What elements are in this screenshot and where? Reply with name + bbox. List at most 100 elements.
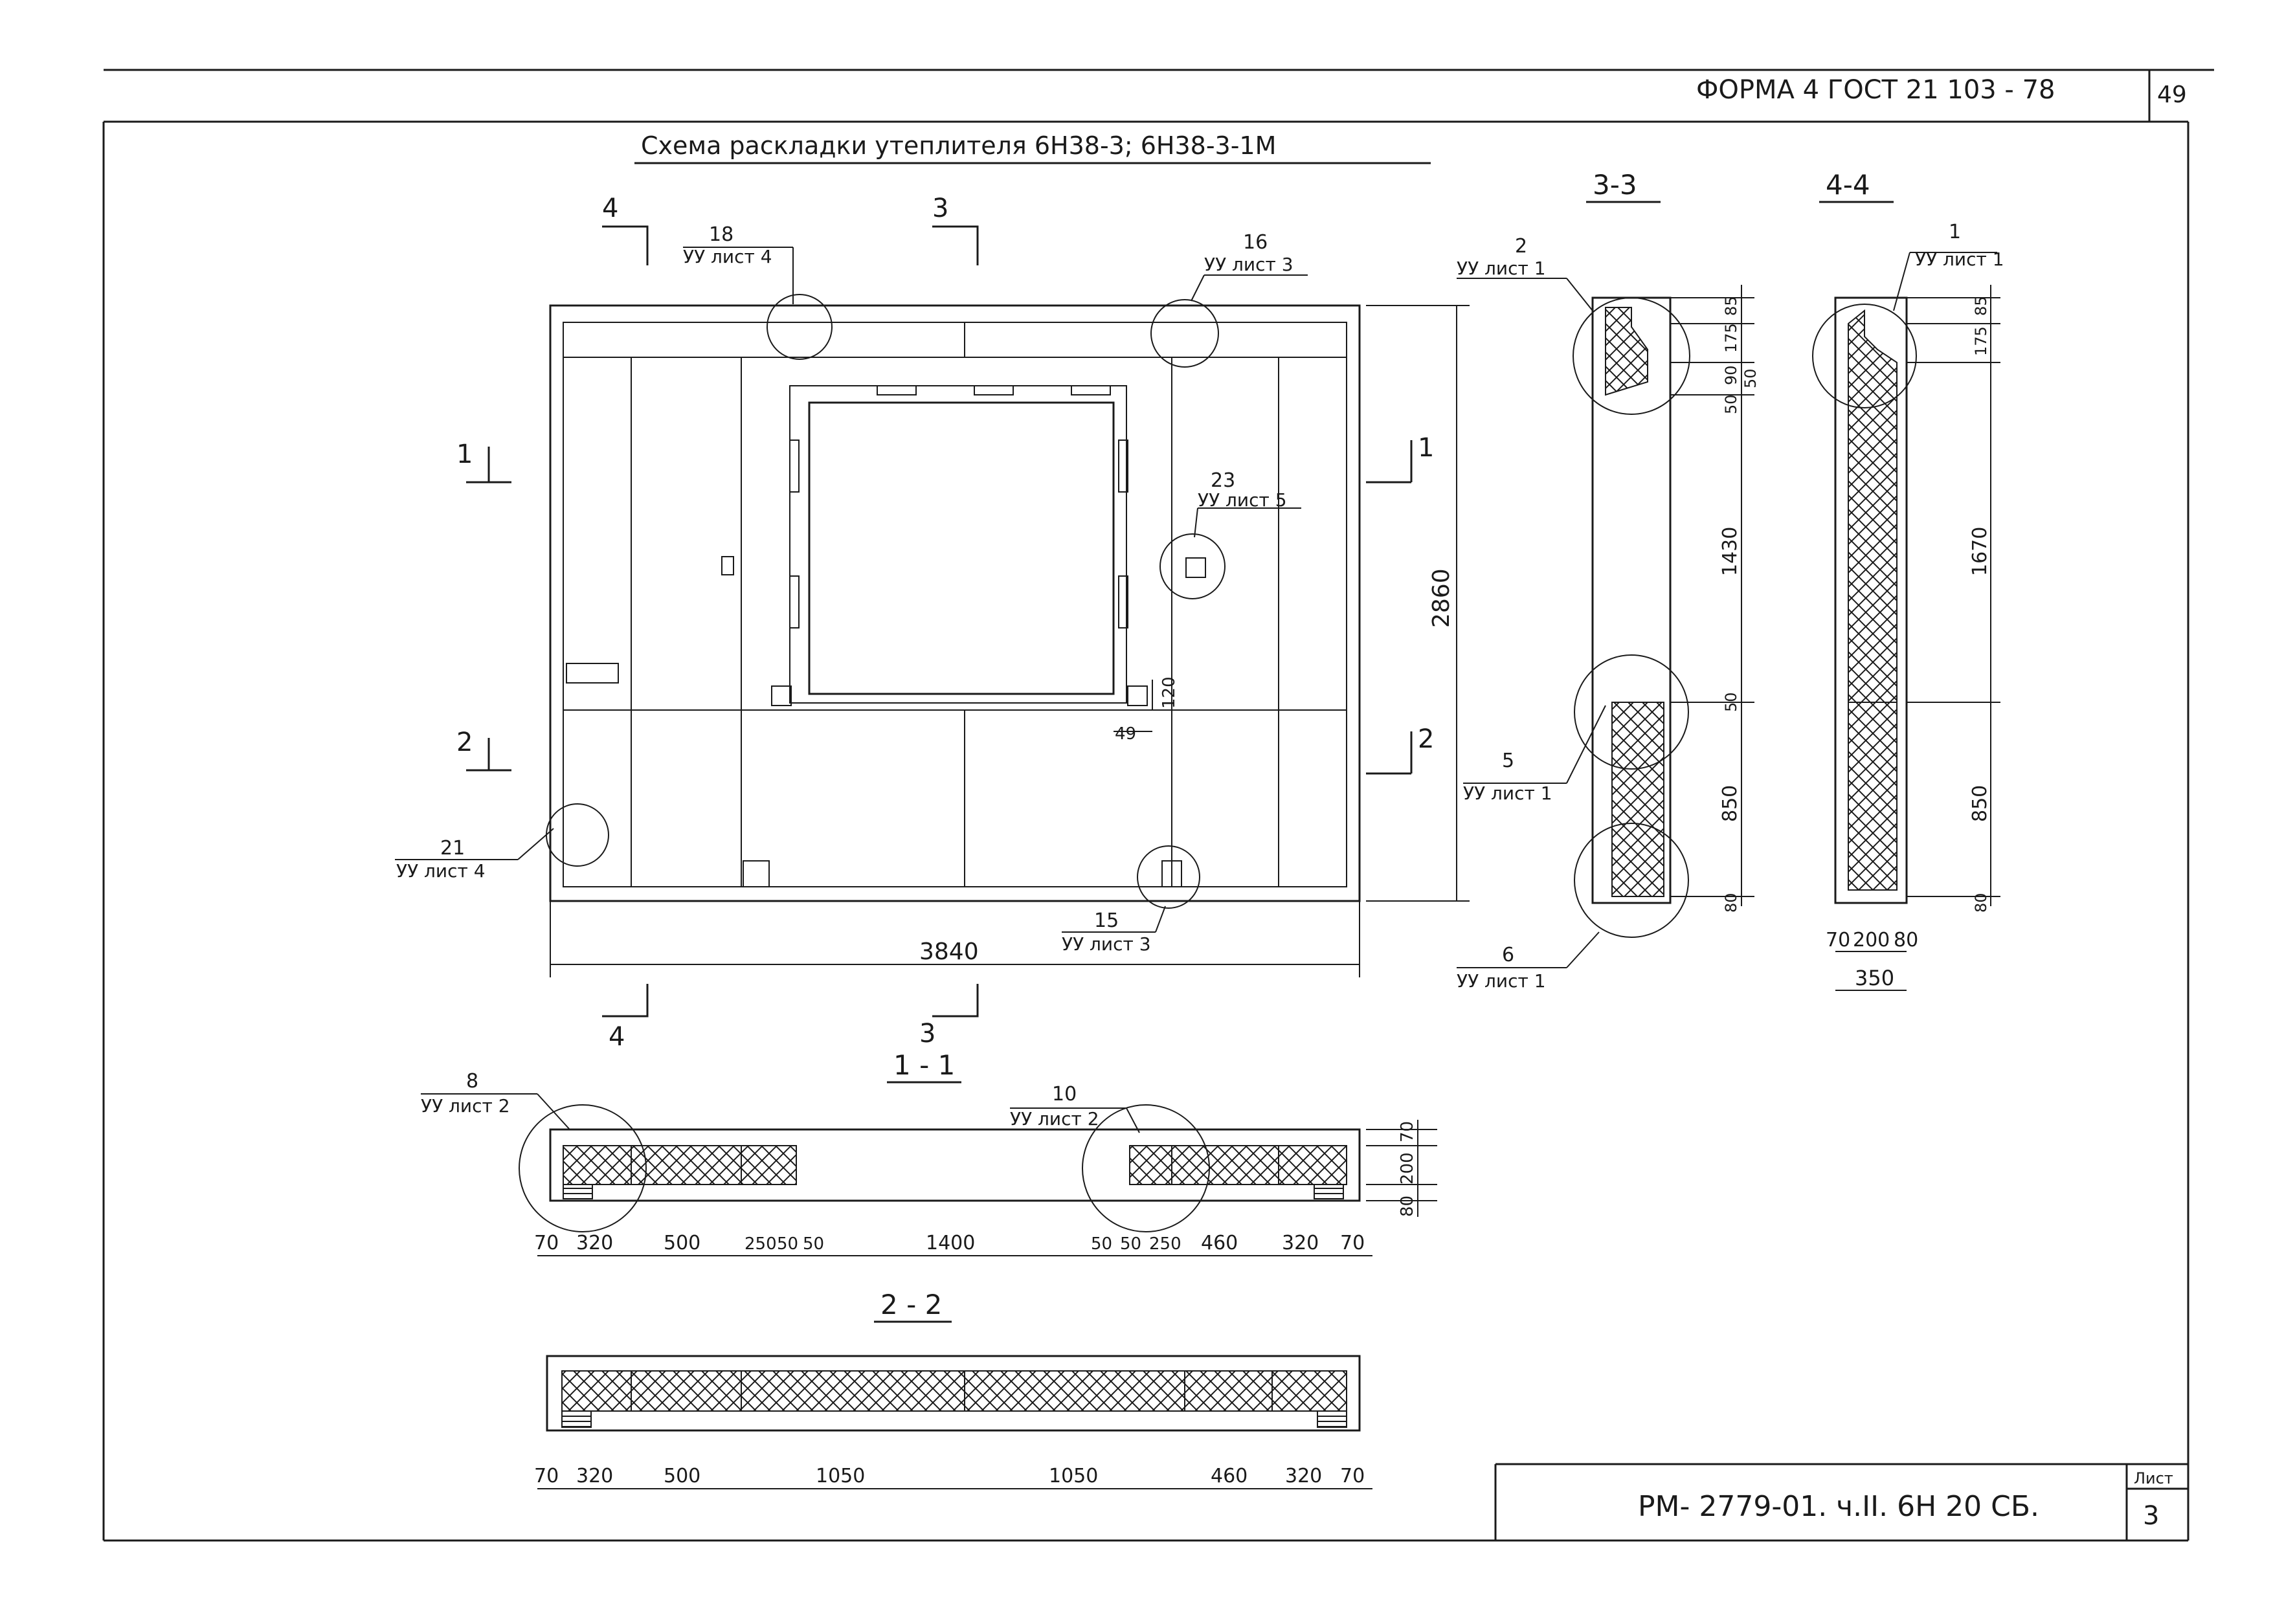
- svg-text:УУ лист 1: УУ лист 1: [1915, 249, 2004, 270]
- section-1-1-callout-8: 8 УУ лист 2: [421, 1070, 510, 1117]
- svg-text:21: 21: [440, 837, 465, 860]
- svg-text:1400: 1400: [926, 1232, 975, 1254]
- svg-text:50: 50: [803, 1234, 824, 1254]
- svg-text:175: 175: [1722, 323, 1740, 353]
- callout-15: 15 УУ лист 3: [1062, 909, 1151, 955]
- svg-text:85: 85: [1972, 296, 1990, 316]
- cut-3-bottom: 3: [919, 1019, 935, 1049]
- elevation-view: [546, 294, 1361, 909]
- svg-text:250: 250: [1149, 1234, 1181, 1254]
- svg-text:250: 250: [745, 1234, 777, 1254]
- elevation-dimensions: [550, 305, 1470, 977]
- svg-text:1: 1: [1949, 221, 1961, 243]
- cut-3-top: 3: [932, 194, 948, 223]
- section-1-1-callout-lines: [421, 1093, 1140, 1133]
- section-3-3-title: 3-3: [1593, 169, 1637, 201]
- section-4-4-title: 4-4: [1826, 169, 1870, 201]
- cut-2-right: 2: [1418, 724, 1434, 754]
- svg-text:850: 850: [1969, 785, 1991, 822]
- cut-2-left: 2: [456, 728, 473, 757]
- svg-text:320: 320: [576, 1232, 613, 1254]
- elevation-callout-lines: [395, 247, 1308, 933]
- svg-text:90: 90: [1722, 365, 1740, 385]
- section-4-4-dims: 85 175 1670 850 80 70 200 80 350: [1826, 296, 1991, 990]
- dim-small-a: 120: [1159, 676, 1179, 709]
- svg-text:500: 500: [664, 1465, 700, 1487]
- section-4-4-callout-1: 1 УУ лист 1: [1915, 221, 2004, 270]
- svg-text:50: 50: [1741, 368, 1760, 388]
- svg-text:50: 50: [1722, 394, 1740, 414]
- cut-1-left: 1: [456, 439, 473, 469]
- svg-text:8: 8: [466, 1070, 478, 1093]
- svg-text:23: 23: [1211, 469, 1235, 492]
- section-3-3-callout-2: 2 УУ лист 1: [1457, 235, 1546, 279]
- section-1-1-title: 1 - 1: [893, 1049, 955, 1081]
- sheet-label: Лист: [2134, 1469, 2173, 1487]
- svg-text:460: 460: [1201, 1232, 1238, 1254]
- svg-text:50: 50: [1091, 1234, 1112, 1254]
- dim-width: 3840: [919, 939, 979, 965]
- svg-text:320: 320: [1285, 1465, 1322, 1487]
- section-1-1-dim-lines: [537, 1120, 1437, 1256]
- svg-text:80: 80: [1894, 929, 1918, 951]
- svg-text:1430: 1430: [1719, 527, 1741, 576]
- svg-text:500: 500: [664, 1232, 700, 1254]
- svg-text:УУ лист 1: УУ лист 1: [1457, 970, 1546, 992]
- svg-text:320: 320: [1282, 1232, 1319, 1254]
- svg-text:1050: 1050: [1049, 1465, 1098, 1487]
- svg-text:70: 70: [1398, 1121, 1417, 1142]
- section-3-3-dim-lines: [1457, 278, 1754, 968]
- svg-text:УУ лист 3: УУ лист 3: [1204, 254, 1293, 275]
- form-label: ФОРМА 4 ГОСТ 21 103 - 78: [1696, 75, 2055, 105]
- svg-text:УУ лист 1: УУ лист 1: [1457, 258, 1546, 279]
- svg-text:70: 70: [1826, 929, 1850, 951]
- callout-18: 18 УУ лист 4: [683, 223, 772, 267]
- svg-text:200: 200: [1853, 929, 1890, 951]
- dim-height: 2860: [1428, 568, 1455, 628]
- svg-text:70: 70: [534, 1465, 559, 1487]
- callout-23: 23 УУ лист 5: [1198, 469, 1287, 511]
- svg-text:50: 50: [1120, 1234, 1141, 1254]
- section-3-3-callout-5: 5 УУ лист 1: [1463, 750, 1552, 804]
- svg-text:80: 80: [1972, 893, 1990, 913]
- svg-text:350: 350: [1855, 966, 1894, 990]
- section-1-1-view: [519, 1104, 1361, 1232]
- section-4-4-view: [1812, 296, 1917, 904]
- callout-21: 21 УУ лист 4: [396, 837, 486, 882]
- svg-text:1050: 1050: [816, 1465, 865, 1487]
- svg-text:1670: 1670: [1969, 527, 1991, 576]
- svg-text:80: 80: [1722, 893, 1740, 913]
- svg-text:850: 850: [1719, 785, 1741, 822]
- svg-text:15: 15: [1094, 909, 1119, 932]
- svg-text:460: 460: [1211, 1465, 1248, 1487]
- section-1-1-dims: 70 320 500 250 50 50 1400 50 50 250 460 …: [534, 1121, 1417, 1254]
- section-2-2-view: [546, 1355, 1361, 1432]
- svg-text:10: 10: [1052, 1083, 1077, 1106]
- cut-marks: [466, 225, 1413, 1018]
- svg-text:6: 6: [1502, 944, 1514, 966]
- title-block: [1494, 1463, 2188, 1541]
- sheet-number: 3: [2143, 1501, 2159, 1531]
- svg-text:16: 16: [1243, 231, 1268, 254]
- section-2-2-dims: 70 320 500 1050 1050 460 320 70: [534, 1465, 1365, 1487]
- svg-text:УУ лист 2: УУ лист 2: [1010, 1108, 1099, 1129]
- svg-text:УУ лист 4: УУ лист 4: [396, 860, 486, 882]
- page-number: 49: [2157, 82, 2187, 108]
- cut-4-bottom: 4: [609, 1022, 625, 1052]
- callout-16: 16 УУ лист 3: [1204, 231, 1293, 275]
- svg-text:18: 18: [709, 223, 733, 246]
- section-3-3-dims: 85 175 90 50 50 1430 50 850 80: [1719, 296, 1760, 913]
- drawing-title: Схема раскладки утеплителя 6Н38-3; 6Н38-…: [641, 131, 1276, 160]
- svg-text:70: 70: [534, 1232, 559, 1254]
- drawing-code: РМ- 2779-01. ч.II. 6Н 20 СБ.: [1638, 1490, 2039, 1523]
- svg-text:УУ лист 2: УУ лист 2: [421, 1095, 510, 1117]
- svg-text:УУ лист 4: УУ лист 4: [683, 246, 772, 267]
- svg-text:70: 70: [1340, 1465, 1365, 1487]
- sheet-frame: [102, 69, 2214, 1542]
- svg-text:80: 80: [1398, 1196, 1417, 1217]
- svg-text:320: 320: [576, 1465, 613, 1487]
- svg-text:200: 200: [1398, 1152, 1417, 1185]
- svg-text:175: 175: [1972, 326, 1990, 356]
- section-4-4-dim-lines: [1835, 252, 2000, 991]
